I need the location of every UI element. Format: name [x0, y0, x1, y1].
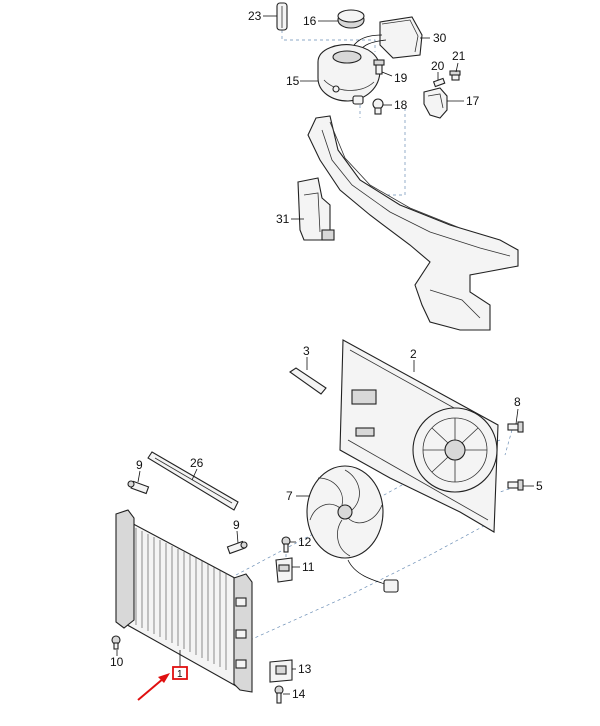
part-2-fan-shroud [339, 339, 499, 533]
part-9-bolt-lower [226, 540, 248, 555]
callout-23[interactable]: 23 [248, 9, 262, 23]
part-26-seal-strip [147, 451, 239, 511]
part-3-seal-strip [289, 367, 327, 395]
callout-7[interactable]: 7 [286, 489, 293, 503]
highlight-callout-1 [137, 666, 188, 701]
callout-3[interactable]: 3 [303, 344, 310, 358]
part-17-bracket [423, 87, 448, 119]
callout-31[interactable]: 31 [276, 212, 290, 226]
callout-2[interactable]: 2 [410, 347, 417, 361]
callout-10[interactable]: 10 [110, 655, 124, 669]
callout-14[interactable]: 14 [292, 687, 306, 701]
callout-1[interactable]: 1 [177, 669, 183, 680]
highlight-arrow [137, 677, 165, 701]
part-12-screw [281, 536, 291, 553]
part-21-screw [449, 70, 461, 81]
callout-20[interactable]: 20 [431, 59, 445, 73]
part-20-pin [432, 77, 446, 88]
part-10-screw [111, 635, 121, 650]
part-1-radiator [115, 509, 253, 693]
callout-17[interactable]: 17 [466, 94, 480, 108]
callout-26[interactable]: 26 [190, 456, 204, 470]
part-23-rod [276, 2, 288, 31]
part-8-screw [507, 421, 524, 433]
callout-11[interactable]: 11 [302, 560, 315, 574]
part-11-bracket [275, 557, 293, 583]
callout-18[interactable]: 18 [394, 98, 408, 112]
radiator-fins [135, 528, 227, 670]
callout-labels: 23 16 30 21 20 15 19 18 17 31 3 2 8 26 9… [110, 9, 543, 701]
assembly-guide-lines [235, 30, 516, 641]
callout-5[interactable]: 5 [536, 479, 543, 493]
callout-leaders [116, 15, 534, 695]
part-31-lock-carrier [297, 115, 519, 331]
highlight-marker [172, 666, 188, 680]
callout-13[interactable]: 13 [298, 662, 312, 676]
callout-12[interactable]: 12 [298, 535, 312, 549]
callout-16[interactable]: 16 [303, 14, 317, 28]
part-16-filler-cap [337, 9, 365, 29]
part-9-bolt-upper [127, 480, 150, 495]
highlight-arrow-head [158, 673, 170, 683]
part-18-clip [372, 98, 384, 115]
callout-19[interactable]: 19 [394, 71, 408, 85]
callout-15[interactable]: 15 [286, 74, 300, 88]
callout-8[interactable]: 8 [514, 395, 521, 409]
part-15-expansion-tank [317, 44, 381, 105]
callout-21[interactable]: 21 [452, 49, 466, 63]
part-5-screw [507, 479, 524, 491]
callout-9-lower[interactable]: 9 [233, 518, 240, 532]
part-14-screw [274, 685, 284, 704]
callout-30[interactable]: 30 [433, 31, 447, 45]
part-7-fan [306, 465, 399, 593]
callout-9-upper[interactable]: 9 [136, 458, 143, 472]
part-19-screw [373, 59, 385, 75]
part-13-mount [269, 659, 293, 683]
